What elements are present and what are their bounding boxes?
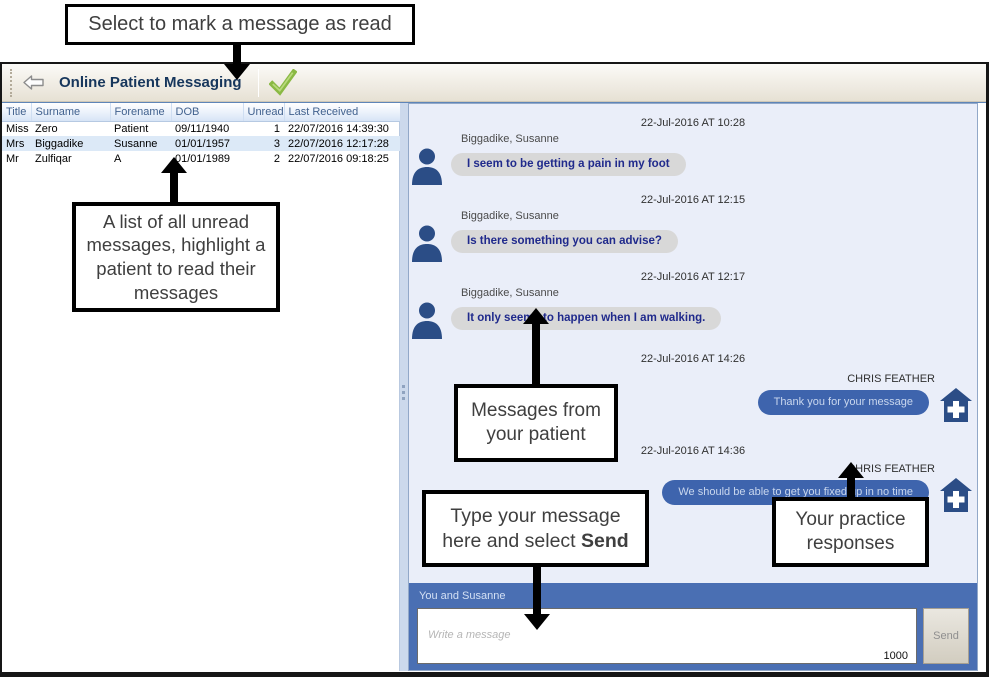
cell-surname: Zulfiqar: [35, 152, 72, 165]
patient-message: Biggadike, Susanne Is there something yo…: [409, 210, 977, 262]
cell-dob: 01/01/1989: [175, 152, 231, 165]
house-cross-icon: [940, 388, 972, 422]
message-input[interactable]: Write a message 1000: [417, 608, 917, 664]
cell-forename: Patient: [114, 122, 149, 135]
unread-messages-table: Title Surname Forename DOB Unread Last R…: [2, 103, 401, 166]
col-header-unread[interactable]: Unread: [243, 103, 285, 122]
cell-unread: 1: [273, 122, 280, 135]
message-composer: You and Susanne Write a message 1000 Sen…: [409, 583, 977, 670]
callout-patient-messages-text: Messages from your patient: [471, 399, 601, 445]
callout-unread-list-text: A list of all unread messages, highlight…: [86, 210, 266, 303]
patient-message-bubble: I seem to be getting a pain in my foot: [451, 153, 686, 176]
practice-message: CHRIS FEATHER Thank you for your message: [409, 373, 977, 423]
patient-message-bubble: Is there something you can advise?: [451, 230, 678, 253]
toolbar: Online Patient Messaging: [2, 64, 986, 102]
sender-name: Biggadike, Susanne: [461, 133, 559, 145]
message-input-placeholder: Write a message: [428, 629, 511, 641]
house-cross-icon: [940, 478, 972, 512]
cell-forename: Susanne: [110, 136, 171, 151]
sender-name: Biggadike, Susanne: [461, 210, 559, 222]
timestamp: 22-Jul-2016 AT 10:28: [640, 117, 746, 129]
timestamp: 22-Jul-2016 AT 14:36: [640, 445, 746, 457]
app-window: Online Patient Messaging Title Surname: [0, 62, 989, 677]
cell-title: Mrs: [2, 136, 31, 151]
col-header-forename[interactable]: Forename: [110, 103, 172, 122]
cell-forename: A: [114, 152, 122, 165]
table-row[interactable]: Miss Zero Patient 09/11/1940 1 22/07/201…: [2, 121, 400, 136]
conversation-label: You and Susanne: [419, 590, 506, 602]
col-header-title[interactable]: Title: [2, 103, 32, 122]
callout-mark-read-text: Select to mark a message as read: [88, 12, 392, 35]
cell-last-received: 22/07/2016 12:17:28: [284, 136, 400, 151]
table-header-row: Title Surname Forename DOB Unread Last R…: [2, 103, 401, 122]
person-silhouette-icon: [412, 225, 442, 262]
cell-surname: Zero: [35, 122, 58, 135]
col-header-last-received[interactable]: Last Received: [284, 103, 401, 122]
cell-last-received: 22/07/2016 09:18:25: [288, 152, 389, 165]
mark-read-button[interactable]: [265, 68, 301, 98]
cell-title: Mr: [6, 152, 19, 165]
cell-dob: 09/11/1940: [175, 122, 230, 135]
cell-surname: Biggadike: [31, 136, 110, 151]
col-header-surname[interactable]: Surname: [31, 103, 111, 122]
cell-dob: 01/01/1957: [171, 136, 243, 151]
practice-message-bubble: Thank you for your message: [757, 390, 929, 415]
page-title: Online Patient Messaging: [59, 74, 242, 91]
back-arrow-icon: [23, 75, 44, 90]
callout-practice-responses-text: Your practice responses: [795, 508, 906, 554]
patient-message: Biggadike, Susanne I seem to be getting …: [409, 133, 977, 185]
callout-mark-read: Select to mark a message as read: [65, 4, 415, 45]
table-row[interactable]: Mr Zulfiqar A 01/01/1989 2 22/07/2016 09…: [2, 151, 400, 166]
callout-patient-messages: Messages from your patient: [454, 384, 618, 462]
panel-splitter[interactable]: [400, 103, 408, 671]
message-history: 22-Jul-2016 AT 10:28 Biggadike, Susanne …: [409, 104, 977, 513]
sender-name: Biggadike, Susanne: [461, 287, 559, 299]
character-count: 1000: [883, 650, 908, 662]
cell-unread: 3: [243, 136, 284, 151]
callout-type-message-text: Type your message here and select Send: [442, 504, 629, 552]
toolbar-grip-handle[interactable]: [10, 68, 12, 97]
callout-type-message: Type your message here and select Send: [422, 490, 649, 567]
toolbar-separator: [257, 68, 259, 97]
callout-unread-list: A list of all unread messages, highlight…: [72, 202, 280, 312]
callout-send-bold: Send: [581, 529, 629, 552]
person-silhouette-icon: [412, 302, 442, 339]
send-button[interactable]: Send: [923, 608, 969, 664]
patient-message: Biggadike, Susanne It only seems to happ…: [409, 287, 977, 339]
sender-name: CHRIS FEATHER: [847, 463, 935, 475]
timestamp: 22-Jul-2016 AT 14:26: [640, 353, 746, 365]
splitter-grip-icon: [402, 385, 405, 388]
table-row-selected[interactable]: Mrs Biggadike Susanne 01/01/1957 3 22/07…: [2, 136, 400, 151]
col-header-dob[interactable]: DOB: [171, 103, 244, 122]
sender-name: CHRIS FEATHER: [847, 373, 935, 385]
back-button[interactable]: [20, 72, 47, 93]
timestamp: 22-Jul-2016 AT 12:17: [640, 271, 746, 283]
timestamp: 22-Jul-2016 AT 12:15: [640, 194, 746, 206]
cell-title: Miss: [6, 122, 29, 135]
green-checkmark-icon: [268, 68, 297, 96]
patient-list-panel: Title Surname Forename DOB Unread Last R…: [2, 103, 401, 671]
patient-message-bubble: It only seems to happen when I am walkin…: [451, 307, 722, 330]
person-silhouette-icon: [412, 148, 442, 185]
callout-practice-responses: Your practice responses: [772, 497, 929, 567]
cell-unread: 2: [273, 152, 280, 165]
cell-last-received: 22/07/2016 14:39:30: [288, 122, 389, 135]
main-content: Title Surname Forename DOB Unread Last R…: [2, 102, 986, 671]
